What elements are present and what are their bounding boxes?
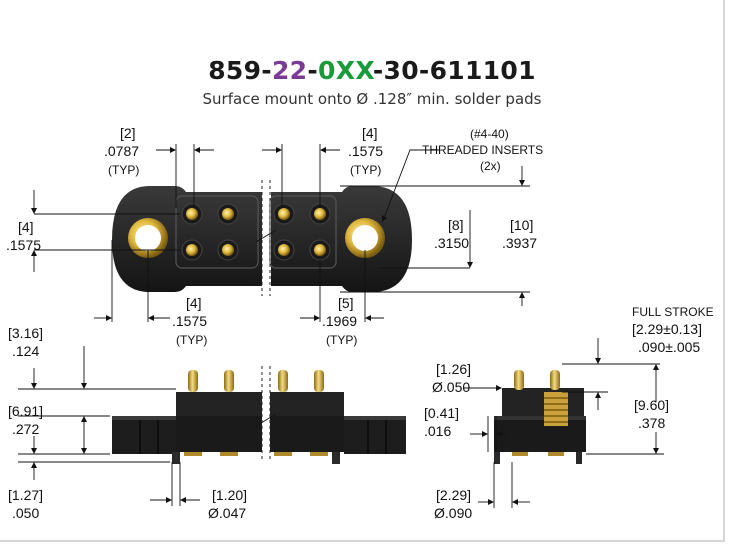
dim-h3-in: .050 [12, 505, 39, 521]
front-pins [184, 370, 328, 456]
dim-left-in: .1575 [6, 237, 41, 253]
subtitle: Surface mount onto Ø .128″ min. solder p… [202, 90, 542, 108]
title-prefix: 859- [208, 56, 272, 85]
dim-top-left-typ: (TYP) [108, 163, 139, 177]
dim-pin-dia-in: Ø.047 [208, 505, 246, 521]
dim-side-dia-in: Ø.050 [432, 379, 470, 395]
front-view [112, 366, 406, 464]
insert-qty-label: (2x) [480, 159, 501, 173]
full-stroke-label: FULL STROKE [632, 305, 714, 319]
dim-standoff-mm: [0.41] [424, 405, 459, 421]
insert-label: THREADED INSERTS [422, 143, 543, 157]
dim-side-height-in: .378 [638, 415, 665, 431]
top-view [112, 180, 412, 296]
top-contacts [181, 203, 331, 261]
dim-side-dia-mm: [1.26] [436, 361, 471, 377]
dim-bottom-right-typ: (TYP) [326, 333, 357, 347]
dim-width-mm: [10] [510, 217, 533, 233]
dim-top-left-mm: [2] [120, 125, 136, 141]
part-number-title: 859-22-0XX-30-611101 [0, 56, 744, 85]
dim-row-in: .3150 [434, 235, 469, 251]
title-segment-green: 0XX [318, 56, 373, 85]
dim-top-right-typ: (TYP) [350, 163, 381, 177]
title-dash: - [307, 56, 319, 85]
dim-top-right-in: .1575 [348, 143, 383, 159]
drawing-sheet [0, 0, 725, 542]
dim-width-in: .3937 [502, 235, 537, 251]
insert-size-label: (#4-40) [470, 127, 509, 141]
dim-side-height-mm: [9.60] [634, 397, 669, 413]
dimension-labels: [2] .0787 (TYP) [4] .1575 (TYP) (#4-40) … [6, 125, 714, 521]
dim-bottom-left-typ: (TYP) [176, 333, 207, 347]
dim-h2-in: .272 [12, 421, 39, 437]
dim-bottom-left-mm: [4] [186, 295, 202, 311]
dim-top-left-in: .0787 [104, 143, 139, 159]
dim-bottom-right-mm: [5] [338, 295, 354, 311]
dim-top-right-mm: [4] [362, 125, 378, 141]
dim-h2-mm: [6.91] [8, 403, 43, 419]
dim-bottom-left-in: .1575 [172, 313, 207, 329]
dim-h3-mm: [1.27] [8, 487, 43, 503]
side-view-dimensions [464, 338, 664, 508]
dim-h1-mm: [3.16] [8, 325, 43, 341]
dim-side-base-mm: [2.29] [436, 487, 471, 503]
top-view-dimensions [31, 144, 530, 322]
side-view [494, 370, 586, 464]
dim-side-base-in: Ø.090 [434, 505, 472, 521]
side-insert [544, 392, 568, 426]
title-suffix: -30-611101 [372, 56, 536, 85]
dim-stroke-in: .090±.005 [638, 339, 700, 355]
dim-row-mm: [8] [448, 217, 464, 233]
dim-stroke-mm: [2.29±0.13] [632, 321, 702, 337]
top-body-right [271, 186, 412, 292]
dim-standoff-in: .016 [424, 423, 451, 439]
dim-pin-dia-mm: [1.20] [212, 487, 247, 503]
dim-left-mm: [4] [18, 219, 34, 235]
front-view-dimensions [18, 346, 200, 506]
title-segment-purple: 22 [271, 56, 308, 85]
dim-bottom-right-in: .1969 [322, 313, 357, 329]
dim-h1-in: .124 [12, 343, 39, 359]
